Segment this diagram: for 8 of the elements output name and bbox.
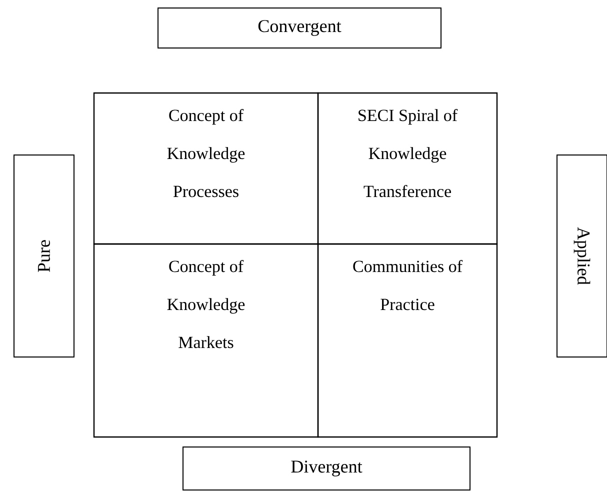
- label-box: Pure: [14, 154, 74, 358]
- quadrant-cell: Concept of Knowledge Markets: [93, 243, 319, 438]
- label-box: Divergent: [182, 446, 470, 490]
- quadrant-cell: Communities of Practice: [317, 243, 498, 438]
- quadrant-cell: SECI Spiral of Knowledge Transference: [317, 92, 498, 245]
- quadrant-cell: Concept of Knowledge Processes: [93, 92, 319, 245]
- label-box: Applied: [556, 154, 607, 358]
- label-box: Convergent: [158, 8, 442, 48]
